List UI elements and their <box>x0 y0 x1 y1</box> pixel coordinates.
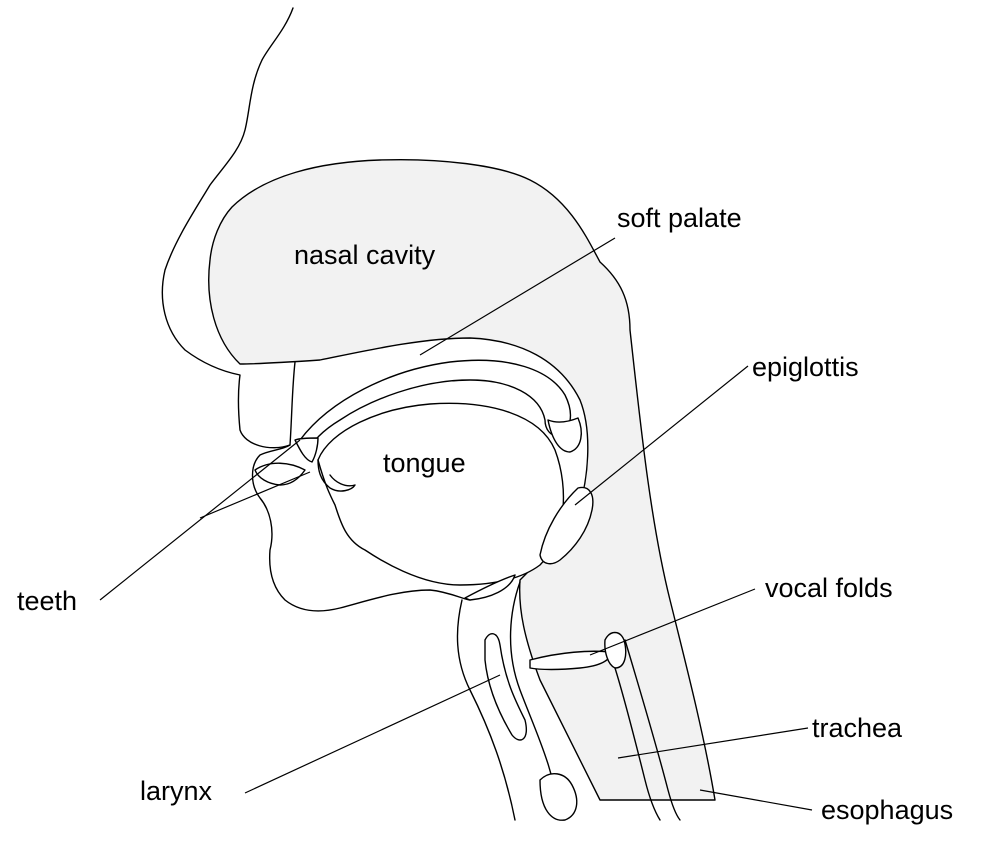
label-trachea: trachea <box>812 713 903 743</box>
label-larynx: larynx <box>140 776 213 806</box>
label-vocal-folds: vocal folds <box>765 573 893 603</box>
thyroid-cartilage <box>485 634 526 740</box>
label-soft-palate: soft palate <box>617 203 742 233</box>
leader-teeth-2 <box>200 472 310 518</box>
label-epiglottis: epiglottis <box>752 352 859 382</box>
label-tongue: tongue <box>383 448 466 478</box>
label-esophagus: esophagus <box>821 795 953 825</box>
leader-larynx <box>245 675 500 793</box>
leader-esophagus <box>700 790 812 810</box>
lower-teeth <box>255 463 305 485</box>
tongue-shape <box>318 403 563 585</box>
label-nasal-cavity: nasal cavity <box>294 240 436 270</box>
cricoid-cartilage <box>540 774 577 821</box>
label-teeth: teeth <box>17 586 77 616</box>
